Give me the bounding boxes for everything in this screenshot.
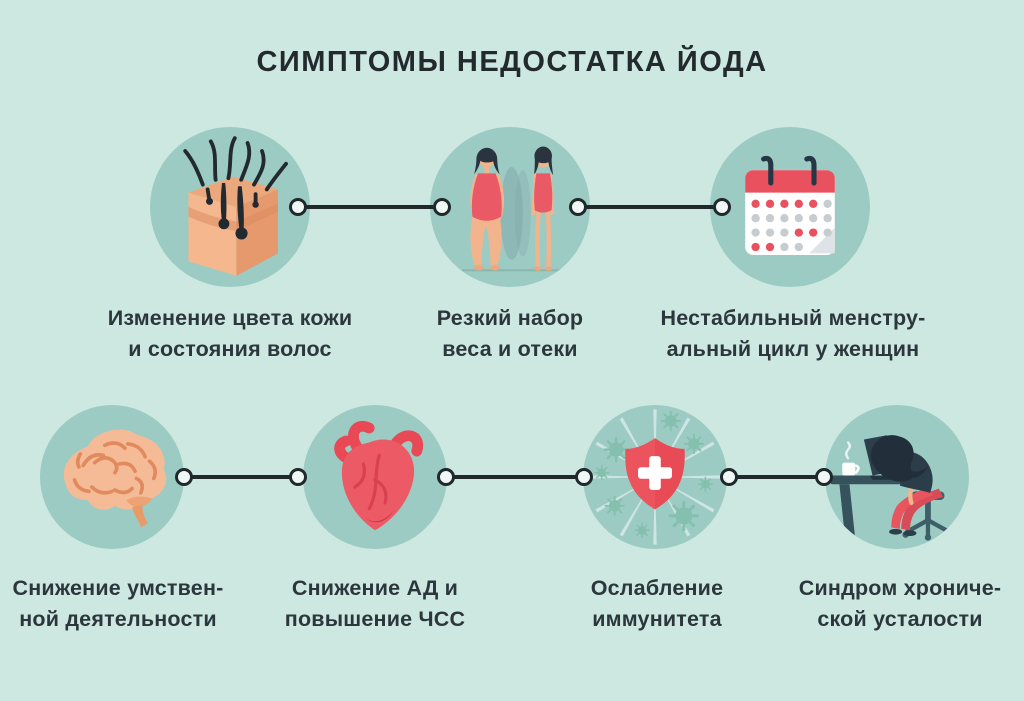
- connector-node: [815, 468, 833, 486]
- caption-line: веса и отеки: [442, 337, 578, 361]
- caption-line: Ослабление: [590, 576, 724, 600]
- symptom-circle-menstrual-cycle: [710, 127, 870, 287]
- caption-line: альный цикл у женщин: [666, 337, 920, 361]
- connector-bar: [183, 475, 299, 479]
- connector-node: [289, 468, 307, 486]
- connector-bar: [728, 475, 825, 479]
- caption-line: ной деятельности: [19, 607, 217, 631]
- symptom-caption-immunity: Ослабление иммунитета: [487, 573, 827, 635]
- symptom-caption-mental-activity: Снижение умствен- ной деятельности: [0, 573, 288, 635]
- connector-line: [569, 198, 731, 216]
- connector-bar: [445, 475, 585, 479]
- symptom-circle-skin-hair: [150, 127, 310, 287]
- symptom-caption-blood-pressure: Снижение АД и повышение ЧСС: [205, 573, 545, 635]
- connector-line: [289, 198, 451, 216]
- heart-icon: [334, 420, 424, 531]
- brain-icon: [63, 429, 167, 528]
- symptom-caption-weight-gain: Резкий набор веса и отеки: [340, 303, 680, 365]
- tired-person-icon: [830, 435, 954, 541]
- connector-node: [713, 198, 731, 216]
- connector-node: [569, 198, 587, 216]
- connector-line: [175, 468, 307, 486]
- caption-line: Нестабильный менстру-: [660, 306, 926, 330]
- weight-gain-icon: [462, 146, 562, 272]
- page-title: СИМПТОМЫ НЕДОСТАТКА ЙОДА: [256, 46, 768, 78]
- symptom-circle-blood-pressure: [303, 405, 447, 549]
- symptom-circle-immunity: [583, 405, 727, 549]
- symptom-circle-mental-activity: [40, 405, 184, 549]
- symptom-caption-chronic-fatigue: Синдром хрониче- ской усталости: [730, 573, 1024, 635]
- connector-node: [575, 468, 593, 486]
- caption-line: Снижение умствен-: [12, 576, 224, 600]
- connector-bar: [577, 205, 723, 209]
- connector-node: [433, 198, 451, 216]
- caption-line: повышение ЧСС: [284, 607, 466, 631]
- connector-node: [175, 468, 193, 486]
- symptom-caption-skin-hair: Изменение цвета кожи и состояния волос: [60, 303, 400, 365]
- caption-line: Снижение АД и: [291, 576, 459, 600]
- connector-node: [720, 468, 738, 486]
- connector-line: [437, 468, 593, 486]
- symptom-circle-chronic-fatigue: [825, 405, 969, 549]
- connector-line: [720, 468, 833, 486]
- caption-line: иммунитета: [592, 607, 722, 631]
- symptom-caption-menstrual-cycle: Нестабильный менстру- альный цикл у женщ…: [623, 303, 963, 365]
- skin-hair-icon: [183, 136, 288, 276]
- caption-line: Резкий набор: [436, 306, 584, 330]
- connector-node: [437, 468, 455, 486]
- caption-line: Изменение цвета кожи: [107, 306, 353, 330]
- caption-line: и состояния волос: [128, 337, 332, 361]
- immune-shield-icon: [587, 409, 723, 545]
- caption-line: Синдром хрониче-: [798, 576, 1002, 600]
- calendar-icon: [745, 155, 835, 255]
- symptom-circle-weight-gain: [430, 127, 590, 287]
- caption-line: ской усталости: [817, 607, 983, 631]
- connector-node: [289, 198, 307, 216]
- connector-bar: [297, 205, 443, 209]
